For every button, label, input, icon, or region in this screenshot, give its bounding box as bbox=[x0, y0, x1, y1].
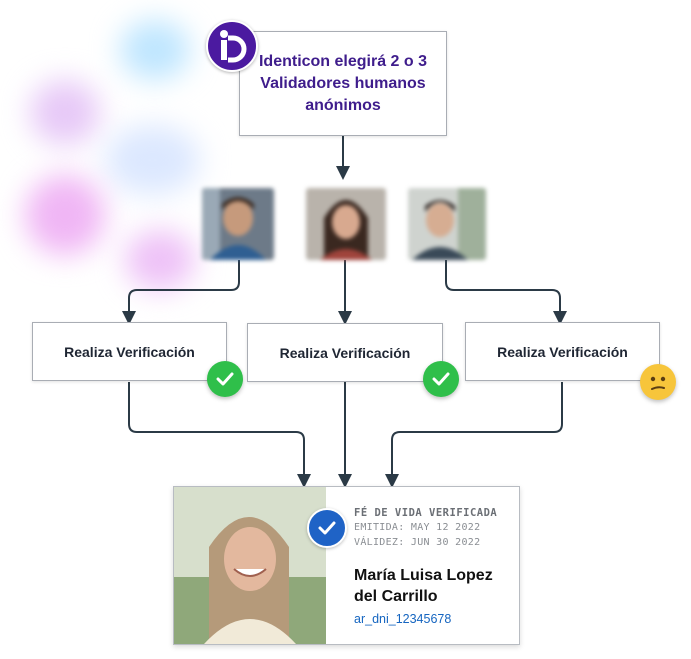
confused-face-icon bbox=[640, 364, 676, 400]
connector-validator-3 bbox=[445, 260, 567, 325]
validator-avatar bbox=[202, 188, 274, 260]
holder-photo bbox=[174, 487, 326, 644]
connector-step-3-to-card bbox=[385, 382, 563, 488]
background-blob bbox=[120, 20, 190, 80]
life-certificate-card: FÉ DE VIDA VERIFICADA EMITIDA: MAY 12 20… bbox=[173, 486, 520, 645]
check-icon bbox=[423, 361, 459, 397]
valid-until-date: VÁLIDEZ: JUN 30 2022 bbox=[354, 537, 481, 548]
background-blob bbox=[105, 125, 200, 195]
verification-step-label: Realiza Verificación bbox=[64, 343, 195, 360]
background-blob bbox=[25, 175, 105, 255]
verification-step-label: Realiza Verificación bbox=[279, 344, 411, 361]
verified-check-icon bbox=[307, 508, 347, 548]
certificate-heading: FÉ DE VIDA VERIFICADA bbox=[354, 507, 498, 519]
verification-step-3: Realiza Verificación bbox=[465, 322, 660, 381]
background-blob bbox=[30, 80, 100, 145]
validator-avatar bbox=[408, 188, 486, 260]
holder-name: María Luisa Lopez del Carrillo bbox=[354, 567, 493, 605]
identicon-logo-icon bbox=[206, 20, 258, 72]
verification-step-label: Realiza Verificación bbox=[497, 343, 628, 360]
validator-avatar bbox=[306, 188, 386, 260]
background-blob bbox=[125, 230, 195, 290]
selection-title: Identicon elegirá 2 o 3 Validadores huma… bbox=[258, 52, 428, 114]
verification-step-1: Realiza Verificación bbox=[32, 322, 227, 381]
connector-step-1-to-card bbox=[128, 382, 311, 488]
identicon-selection-box: Identicon elegirá 2 o 3 Validadores huma… bbox=[239, 31, 447, 136]
issued-date: EMITIDA: MAY 12 2022 bbox=[354, 522, 481, 533]
check-icon bbox=[207, 361, 243, 397]
connector-validator-1 bbox=[122, 260, 240, 325]
document-id: ar_dni_12345678 bbox=[354, 612, 452, 626]
verification-step-2: Realiza Verificación bbox=[247, 323, 443, 382]
